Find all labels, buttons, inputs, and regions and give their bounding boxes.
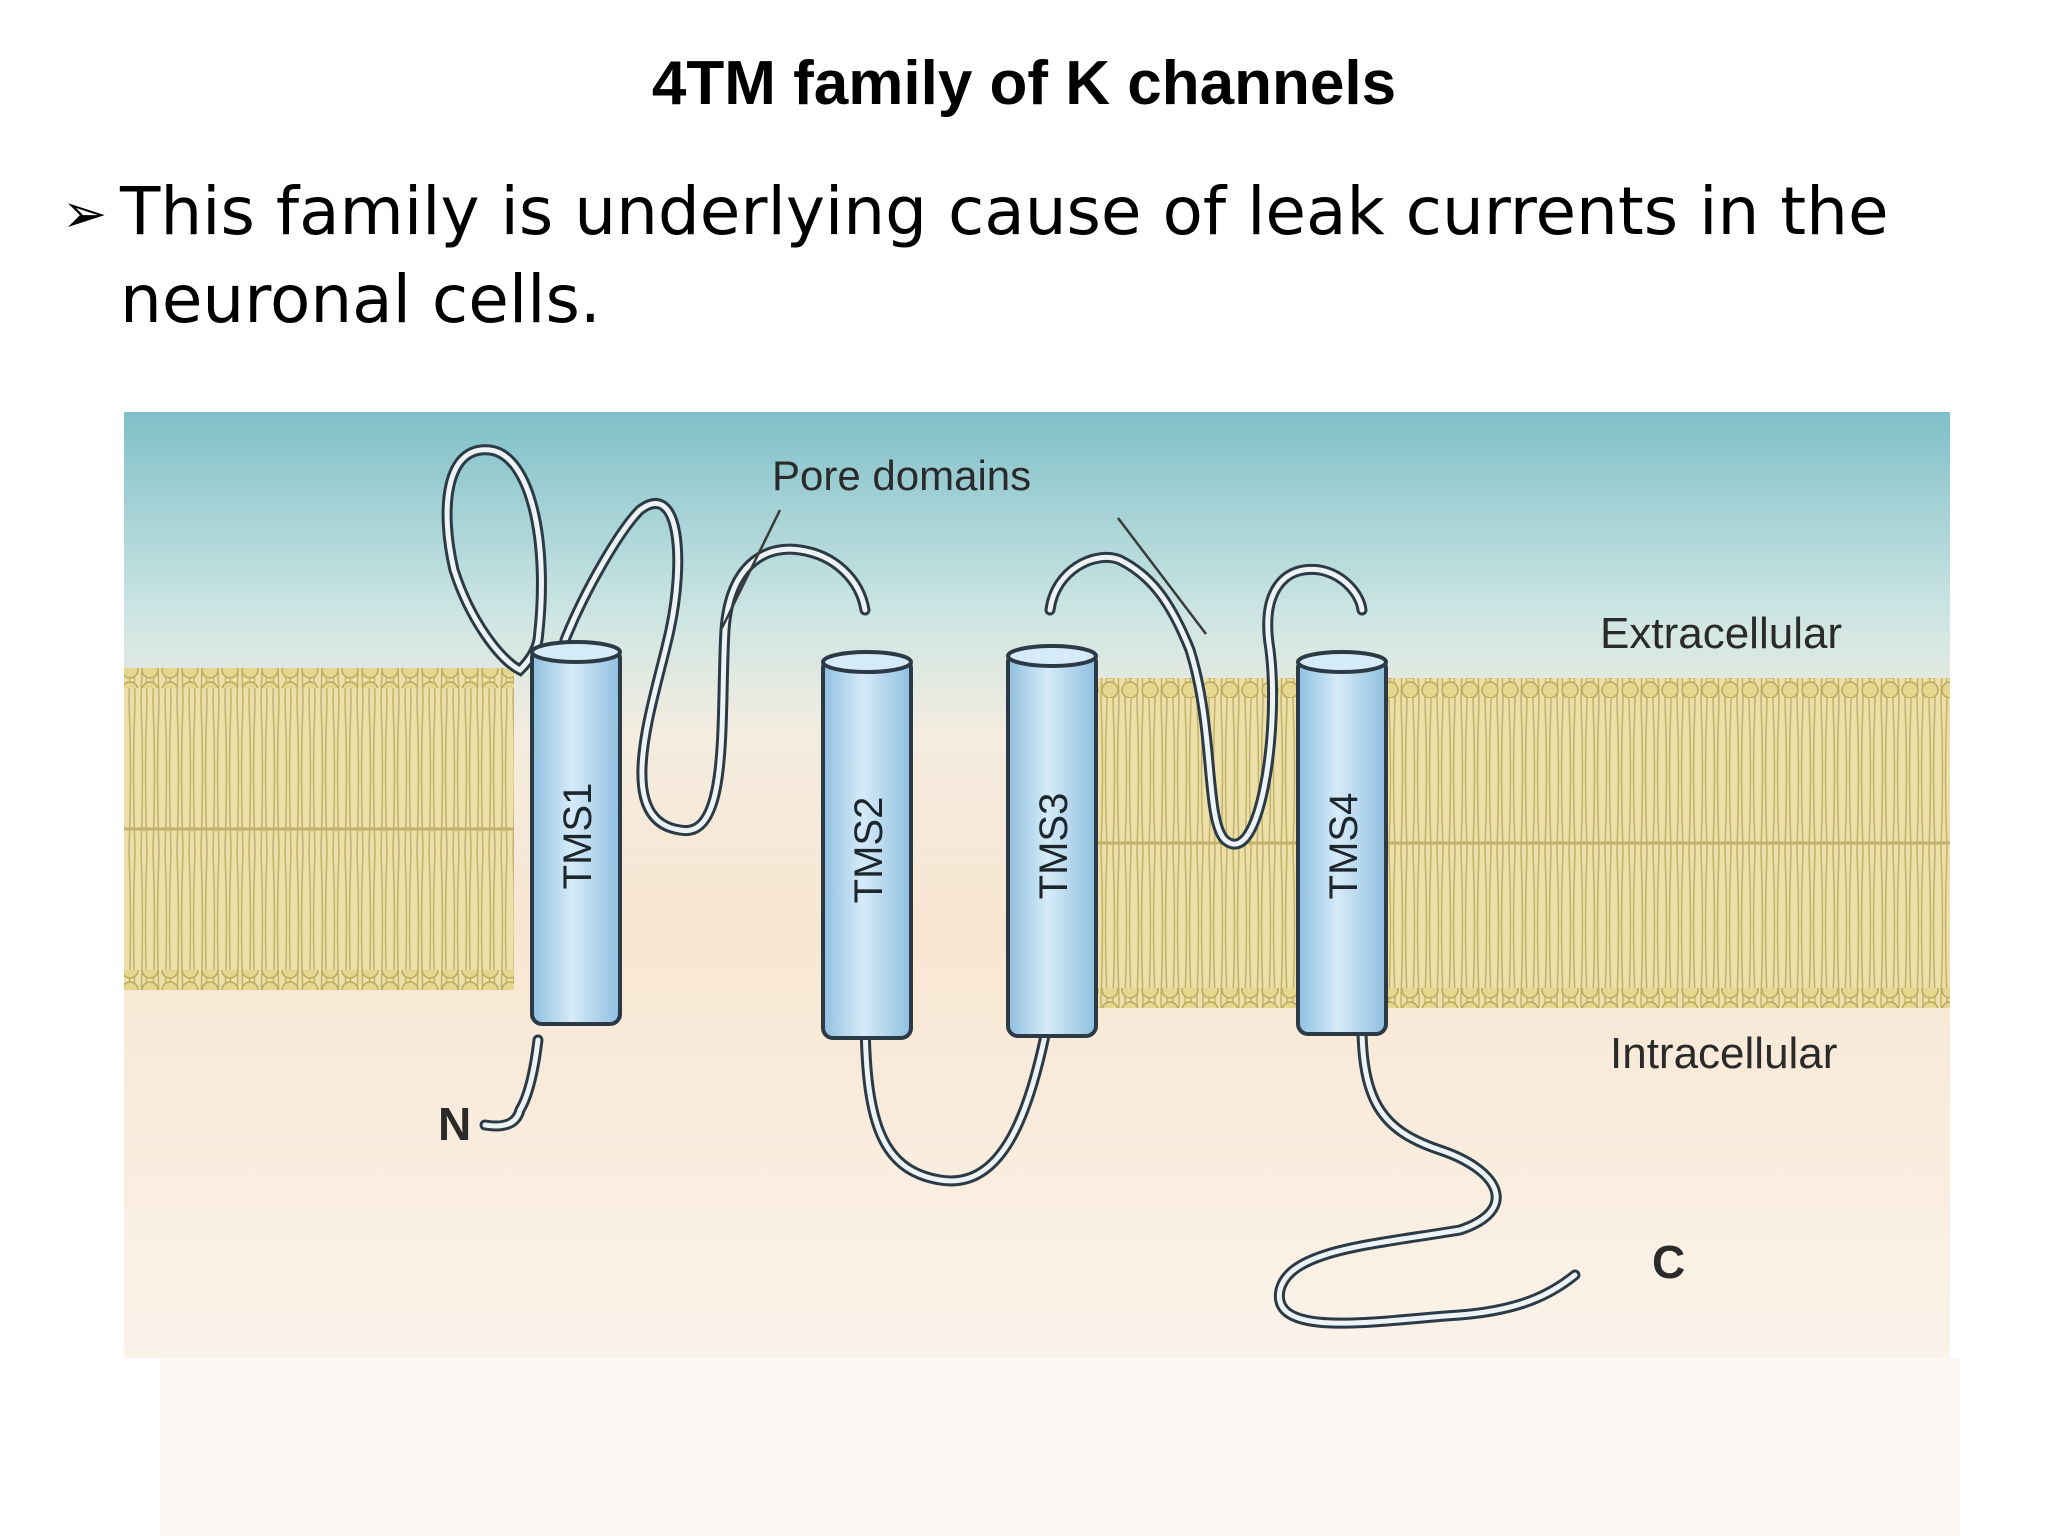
- channel-topology-figure: TMS1 TMS2 TMS3 TMS4 Pore domains Extrace…: [120, 400, 1960, 1536]
- lower-margin: [160, 1358, 1960, 1536]
- membrane-right: [1070, 678, 1950, 1008]
- bullet-text: This family is underlying cause of leak …: [120, 173, 1889, 338]
- helix-tms4: TMS4: [1296, 650, 1388, 1036]
- pore-domain-pointers: [720, 509, 1207, 635]
- helix-tms1: TMS1: [530, 640, 622, 1026]
- helix-tms3: TMS3: [1006, 644, 1098, 1038]
- pore-domains-label: Pore domains: [772, 452, 1031, 499]
- intracellular-label: Intracellular: [1610, 1029, 1837, 1078]
- helix-label-tms2: TMS2: [847, 797, 891, 904]
- extracellular-label: Extracellular: [1600, 609, 1842, 658]
- arrow-bullet-icon: ➢: [62, 182, 108, 245]
- membrane-left: [124, 668, 514, 990]
- helix-label-tms3: TMS3: [1032, 793, 1076, 900]
- slide-title: 4TM family of K channels: [651, 49, 1397, 118]
- helix-label-tms1: TMS1: [556, 783, 600, 890]
- membrane-diagram: TMS1 TMS2 TMS3 TMS4 Pore domains Extrace…: [124, 412, 1960, 1536]
- helix-tms2: TMS2: [821, 650, 913, 1040]
- polypeptide-chain: [441, 444, 1581, 1329]
- bullet-point: ➢ This family is underlying cause of lea…: [62, 168, 1962, 344]
- c-terminus-label: C: [1652, 1236, 1685, 1288]
- n-terminus-label: N: [438, 1098, 471, 1150]
- helix-label-tms4: TMS4: [1322, 793, 1366, 900]
